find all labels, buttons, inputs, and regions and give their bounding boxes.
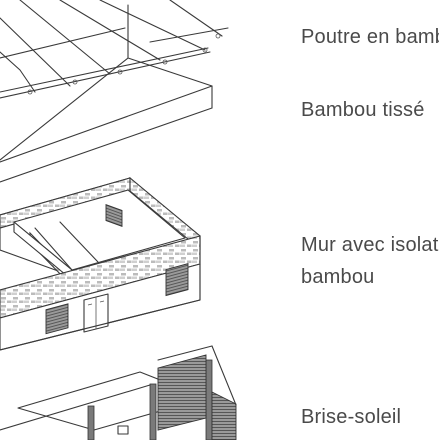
bamboo-beam-grid: [0, 0, 229, 99]
label-wall-line2: bambou: [301, 266, 375, 288]
label-roof-beams: Poutre en bambou: [301, 26, 439, 48]
sunshade-module: [0, 345, 237, 440]
label-wall-line1: Mur avec isolation: [301, 234, 439, 256]
label-woven-bamboo: Bambou tissé: [301, 99, 425, 121]
woven-bamboo-panel: [0, 4, 213, 183]
label-sunshade: Brise-soleil: [301, 406, 402, 428]
insulated-wall-module: [0, 176, 201, 351]
door-icon: [83, 293, 109, 333]
